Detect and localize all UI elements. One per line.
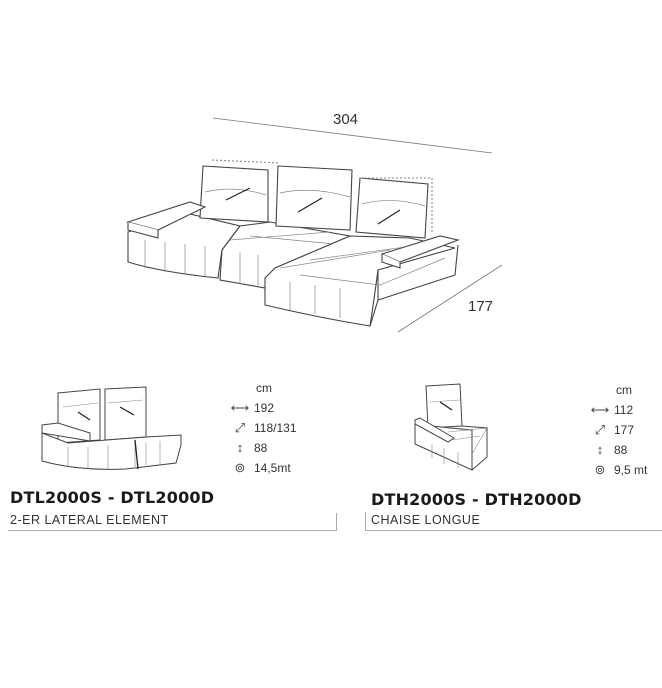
depth-arrow-icon: ⤢ [234, 420, 246, 435]
width-value: 112 [614, 403, 634, 417]
width-value: 192 [254, 401, 275, 415]
height-arrow-icon: ↕ [596, 442, 604, 457]
divider [336, 513, 337, 531]
width-dimension: 304 [333, 111, 359, 128]
chaise-longue-drawing [414, 383, 488, 471]
width-dimension-line [212, 117, 493, 154]
product-name: 2-ER LATERAL ELEMENT [10, 513, 169, 527]
height-value: 88 [254, 441, 268, 455]
fabric-value: 9,5 mt [614, 463, 648, 477]
depth-value: 118/131 [254, 421, 297, 435]
depth-value: 177 [614, 423, 635, 437]
main-sofa-drawing [126, 117, 503, 333]
lateral-element-specs: cm ⟷ 192 ⤢ 118/131 ↕ 88 ⊚ 14,5mt [226, 378, 297, 478]
divider [365, 512, 366, 530]
chaise-longue-specs: cm ⟷ 112 ⤢ 177 ↕ 88 ⊚ 9,5 mt [586, 380, 648, 480]
divider [8, 530, 336, 531]
depth-dimension: 177 [468, 298, 494, 315]
unit-label: cm [256, 381, 272, 395]
fabric-roll-icon: ⊚ [234, 460, 246, 475]
unit-label: cm [616, 383, 632, 397]
depth-arrow-icon: ⤢ [594, 422, 606, 437]
lateral-element-drawing [41, 386, 182, 470]
depth-dimension-line [397, 264, 503, 333]
product-code: DTL2000S - DTL2000D [10, 488, 215, 507]
height-value: 88 [614, 443, 628, 457]
fabric-roll-icon: ⊚ [594, 462, 606, 477]
divider [365, 530, 662, 531]
product-name: CHAISE LONGUE [371, 513, 481, 527]
width-arrow-icon: ⟷ [230, 400, 250, 415]
product-code: DTH2000S - DTH2000D [371, 490, 582, 509]
fabric-value: 14,5mt [254, 461, 291, 475]
height-arrow-icon: ↕ [236, 440, 244, 455]
width-arrow-icon: ⟷ [590, 402, 610, 417]
